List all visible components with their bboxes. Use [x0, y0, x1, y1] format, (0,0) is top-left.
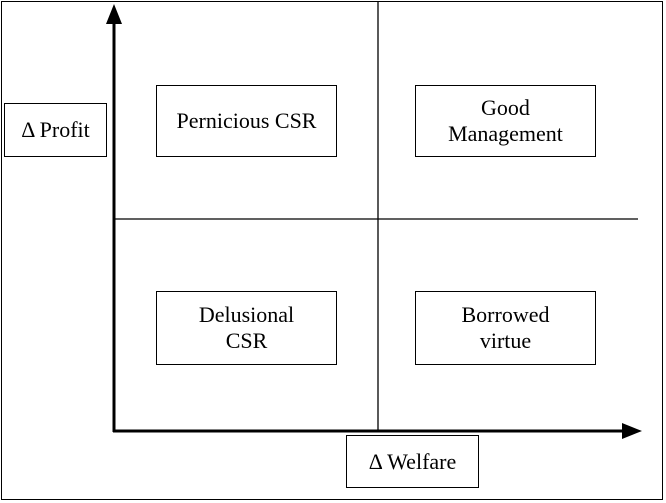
- quadrant-delusional-csr: Delusional CSR: [156, 291, 337, 365]
- y-axis-arrowhead: [106, 4, 122, 24]
- x-axis-label: Δ Welfare: [346, 435, 479, 488]
- quadrant-borrowed-virtue: Borrowed virtue: [415, 291, 596, 365]
- quadrant-pernicious-csr: Pernicious CSR: [156, 85, 337, 157]
- x-axis-arrowhead: [622, 423, 642, 439]
- quadrant-good-management: Good Management: [415, 85, 596, 157]
- y-axis-label: Δ Profit: [4, 103, 107, 157]
